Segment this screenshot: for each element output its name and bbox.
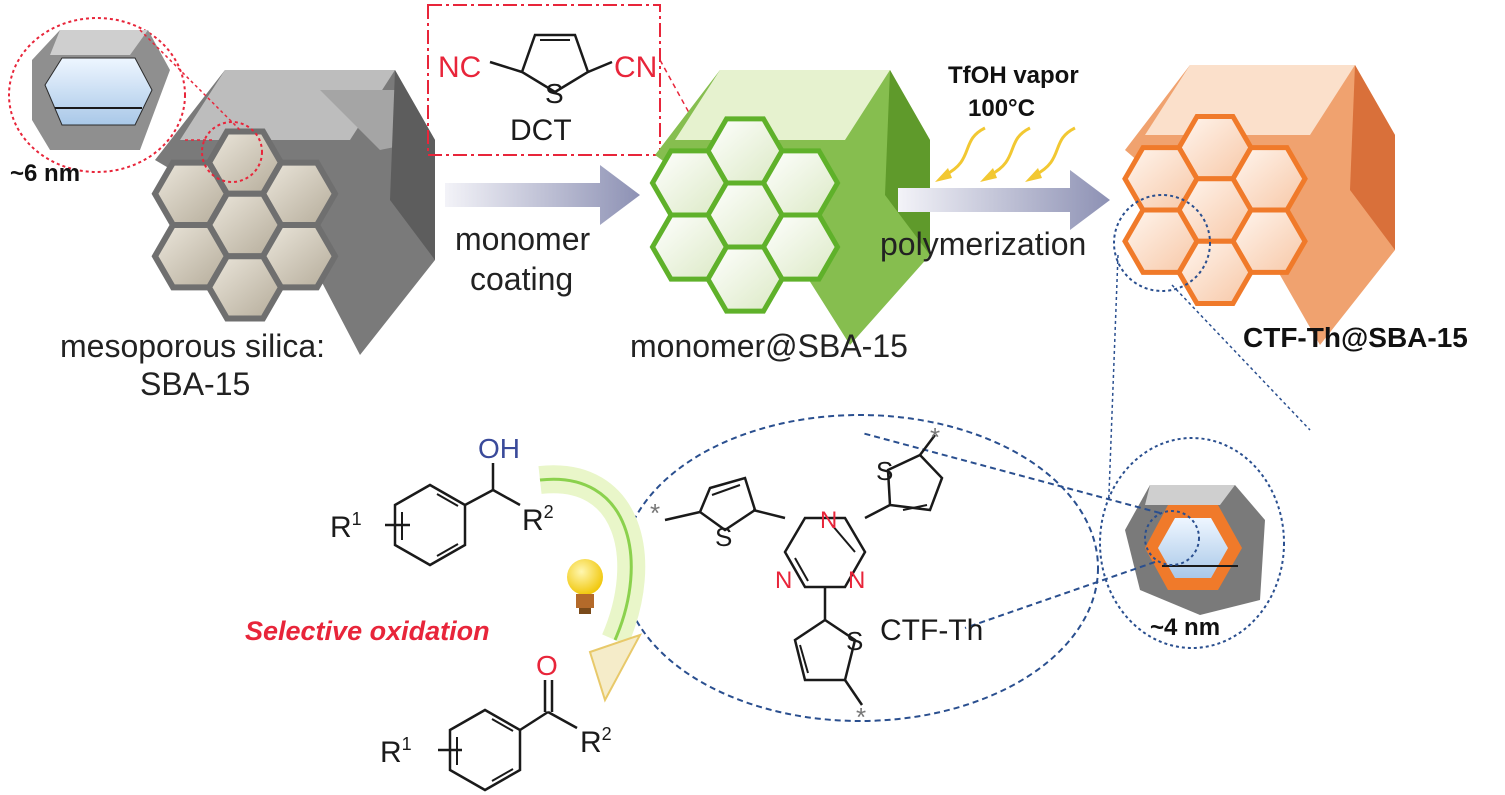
dct-cn-label: CN [614,51,657,84]
ctf-pore-array [1122,114,1308,306]
ctf-th-label: CTF-Th [880,614,983,647]
thiophene-right-s: S [876,456,893,486]
step1-label-line1: monomer [455,221,591,257]
thiophene-left-s: S [715,522,732,552]
r1-bottom-label: R1 [380,734,412,769]
triazine-n-top: N [820,507,837,534]
triazine-n-left: N [775,567,792,594]
conditions-line1: TfOH vapor [948,62,1079,89]
pore-zoom-left: ~6 nm [8,17,263,187]
pore-hexagon [705,244,785,314]
thiophene-bottom-s: S [846,626,863,656]
ctf-sba15-caption: CTF-Th@SBA-15 [1243,322,1468,353]
zoom-lines-ctf [861,432,1161,629]
r2-top-label: R2 [522,502,554,537]
monomer-sba15-caption: monomer@SBA-15 [630,328,908,364]
ctf-sba15-rod-bundle [1113,65,1395,345]
triazine-n-right: N [848,567,865,594]
vapor-arrows [935,126,1076,182]
carbonyl-o-label: O [536,650,558,681]
sba15-caption-line1: mesoporous silica: [60,328,325,364]
r1-top-label: R1 [330,509,362,544]
oxidation-arrow [538,465,646,703]
monomer-sba15-rod-bundle [649,70,930,345]
step2-label: polymerization [880,226,1086,262]
dct-s-label: S [545,78,564,109]
sba15-pore-array [151,128,339,322]
dct-monomer-box: NC CN S DCT [427,4,716,161]
star-left: * [650,498,660,528]
pore-hexagon [205,253,285,322]
monomer-pore-array [649,116,841,314]
arrow-monomer-coating [445,165,640,225]
ctf-th-structure: N N N S * S * S * CTF-Th [621,414,1099,732]
conditions-line2: 100°C [968,95,1035,122]
star-right: * [930,422,940,452]
reactant-alcohol: OH R2 R1 [330,433,554,567]
r2-bottom-label: R2 [580,724,612,759]
selective-oxidation-label: Selective oxidation [245,616,490,646]
dct-nc-label: NC [438,51,481,84]
product-ketone: O R2 R1 [380,650,612,792]
pore-size-left-label: ~6 nm [10,160,80,187]
sba15-caption-line2: SBA-15 [140,366,250,402]
arrow-polymerization [898,170,1110,230]
pore-hexagon [1176,238,1254,306]
step1-label-line2: coating [470,261,573,297]
pore-zoom-right: ~4 nm [1099,437,1285,649]
light-bulb-icon [567,559,603,614]
zoom-lines-right [1107,254,1311,521]
sba15-rod-bundle [151,70,435,355]
pore-size-right-label: ~4 nm [1150,614,1220,641]
star-bottom: * [856,702,866,732]
dct-name: DCT [510,114,572,147]
oh-label: OH [478,433,520,464]
